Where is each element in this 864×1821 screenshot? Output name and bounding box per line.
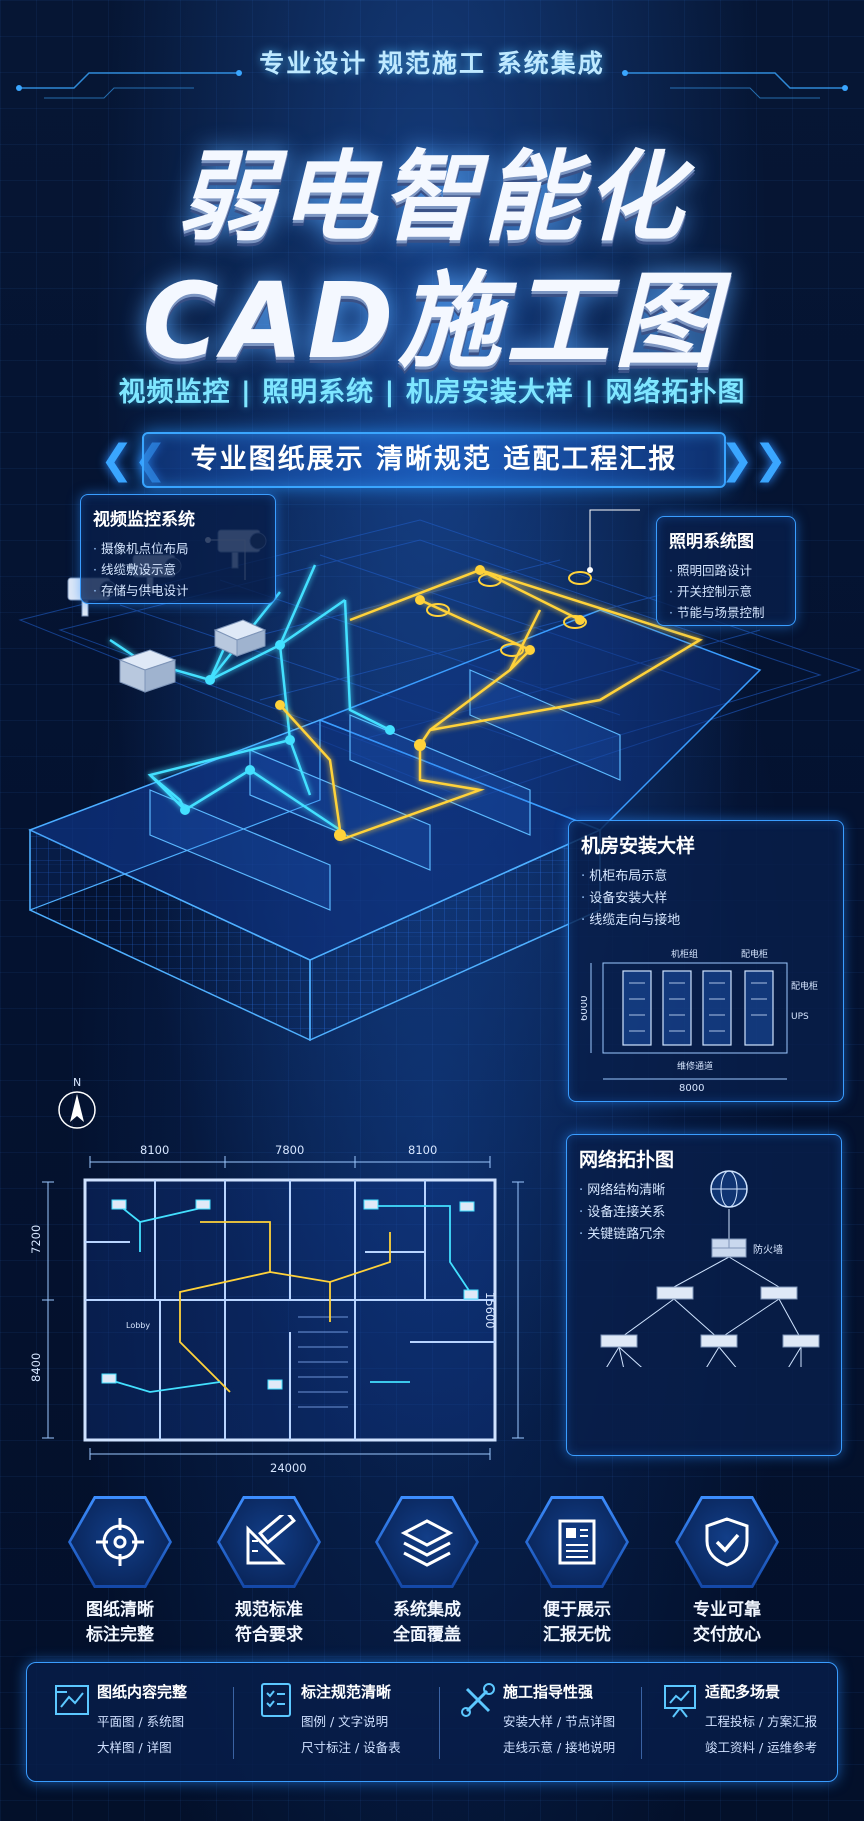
- panel-cctv-item: 摄像机点位布局: [93, 538, 263, 559]
- bottom-item-line: 走线示意 / 接地说明: [503, 1740, 616, 1755]
- firewall-icon: [711, 1238, 747, 1258]
- server-room-drawing: 机柜组 配电柜 配电柜 UPS 维修通道 8000 6000: [581, 948, 818, 1091]
- ruler-icon: [246, 1515, 296, 1565]
- north-arrow-icon: N: [58, 1076, 96, 1129]
- panel-cctv-item: 存储与供电设计: [93, 580, 263, 601]
- svg-text:N: N: [73, 1076, 81, 1089]
- bottom-item-title: 适配多场景: [705, 1683, 781, 1701]
- panel-server-room-item: 设备安装大样: [581, 888, 831, 910]
- bottom-item-title: 施工指导性强: [503, 1683, 594, 1701]
- dim-top-2: 7800: [275, 1143, 304, 1157]
- bottom-item-line: 图例 / 文字说明: [301, 1714, 389, 1729]
- tools-icon: [461, 1683, 495, 1717]
- tagline: 专业设计 规范施工 系统集成: [259, 49, 605, 78]
- checklist-icon: [261, 1683, 291, 1717]
- label-distribution: 配电柜: [741, 948, 768, 960]
- panel-network-title: 网络拓扑图: [579, 1149, 675, 1171]
- bottom-item-title: 标注规范清晰: [301, 1683, 392, 1701]
- divider: [233, 1687, 234, 1759]
- globe-icon: [710, 1170, 748, 1208]
- dim-bottom: 24000: [270, 1461, 307, 1475]
- crosshair-icon: [96, 1518, 144, 1566]
- feature-line1: 专业可靠: [693, 1600, 761, 1620]
- panel-network-item: 网络结构清晰: [579, 1180, 829, 1202]
- bottom-item-scenarios: 适配多场景 工程投标 / 方案汇报 竣工资料 / 运维参考: [657, 1679, 833, 1769]
- circuit-decoration-left: [16, 70, 242, 99]
- blueprint-icon: [55, 1685, 89, 1715]
- feature-line2: 全面覆盖: [393, 1625, 461, 1645]
- feature-line2: 汇报无忧: [543, 1625, 611, 1645]
- feature-line2: 标注完整: [86, 1625, 154, 1645]
- feature-integration: 系统集成 全面覆盖: [362, 1496, 492, 1648]
- feature-presentation: 便于展示 汇报无忧: [512, 1496, 642, 1648]
- panel-server-room-title: 机房安装大样: [581, 835, 696, 857]
- chevron-right-icon: ❯❯: [720, 437, 788, 483]
- panel-lighting-item: 开关控制示意: [669, 581, 783, 602]
- label-firewall: 防火墙: [753, 1243, 783, 1256]
- panel-cctv-title: 视频监控系统: [93, 510, 195, 530]
- panel-server-room-item: 线缆走向与接地: [581, 910, 831, 932]
- bottom-item-line: 大样图 / 详图: [97, 1740, 172, 1755]
- panel-lighting-title: 照明系统图: [669, 532, 754, 552]
- label-room-width: 8000: [679, 1083, 704, 1091]
- document-icon: [558, 1519, 596, 1565]
- feature-clear: 图纸清晰 标注完整: [55, 1496, 185, 1648]
- banner: 专业图纸展示 清晰规范 适配工程汇报: [142, 432, 726, 488]
- feature-line1: 规范标准: [235, 1600, 303, 1620]
- layers-icon: [400, 1519, 454, 1567]
- bottom-item-complete: 图纸内容完整 平面图 / 系统图 大样图 / 详图: [49, 1679, 229, 1769]
- title-line-1: 弱电智能化: [176, 141, 687, 255]
- title-line-2: CAD施工图: [142, 260, 722, 382]
- feature-line2: 交付放心: [693, 1625, 761, 1645]
- network-topology-drawing: 防火墙: [600, 1170, 820, 1367]
- label-distribution-side: 配电柜: [791, 980, 818, 992]
- label-aisle: 维修通道: [677, 1060, 713, 1072]
- circuit-decoration-right: [622, 70, 848, 99]
- bottom-info-bar: 图纸内容完整 平面图 / 系统图 大样图 / 详图 标注规范清晰 图例 / 文字…: [26, 1662, 838, 1782]
- divider: [641, 1687, 642, 1759]
- bottom-item-line: 工程投标 / 方案汇报: [705, 1714, 818, 1729]
- bottom-item-line: 平面图 / 系统图: [97, 1714, 185, 1729]
- feature-line1: 便于展示: [543, 1600, 611, 1620]
- dim-left-top: 7200: [30, 1225, 43, 1254]
- panel-lighting-item: 照明回路设计: [669, 560, 783, 581]
- label-ups: UPS: [791, 1012, 809, 1022]
- room-label: Lobby: [126, 1321, 150, 1330]
- bottom-item-title: 图纸内容完整: [97, 1683, 188, 1701]
- label-cabinet: 机柜组: [671, 948, 698, 960]
- isometric-building-illustration: [18, 509, 862, 1042]
- feature-reliable: 专业可靠 交付放心: [662, 1496, 792, 1648]
- dim-top-3: 8100: [408, 1143, 437, 1157]
- feature-line2: 符合要求: [235, 1625, 303, 1645]
- bottom-item-line: 竣工资料 / 运维参考: [705, 1740, 818, 1755]
- presentation-icon: [664, 1685, 696, 1718]
- shield-check-icon: [705, 1517, 749, 1567]
- switch-icons: [600, 1286, 820, 1348]
- panel-network: 网络拓扑图 网络结构清晰 设备连接关系 关键链路冗余: [566, 1134, 842, 1456]
- bottom-item-line: 安装大样 / 节点详图: [503, 1714, 616, 1729]
- label-room-height: 6000: [581, 996, 590, 1021]
- dim-right: 15600: [483, 1292, 497, 1329]
- dim-left-bottom: 8400: [30, 1353, 43, 1382]
- feature-standard: 规范标准 符合要求: [204, 1496, 334, 1648]
- dim-top-1: 8100: [140, 1143, 169, 1157]
- floor-plan-drawing: 8100 7800 8100 7200 8400 15600 24000 Lob…: [30, 1143, 524, 1475]
- panel-lighting: 照明系统图 照明回路设计 开关控制示意 节能与场景控制: [656, 516, 796, 626]
- panel-server-room: 机房安装大样 机柜布局示意 设备安装大样 线缆走向与接地 机柜组 配电柜 配电柜: [568, 820, 844, 1102]
- panel-network-item: 关键链路冗余: [579, 1224, 829, 1246]
- bottom-item-annotation: 标注规范清晰 图例 / 文字说明 尺寸标注 / 设备表: [253, 1679, 433, 1769]
- panel-server-room-item: 机柜布局示意: [581, 866, 831, 888]
- panel-cctv: 视频监控系统 摄像机点位布局 线缆敷设示意 存储与供电设计: [80, 494, 276, 604]
- feature-line1: 系统集成: [393, 1600, 461, 1620]
- bottom-item-line: 尺寸标注 / 设备表: [301, 1740, 401, 1755]
- panel-cctv-item: 线缆敷设示意: [93, 559, 263, 580]
- subtitle: 视频监控 | 照明系统 | 机房安装大样 | 网络拓扑图: [118, 377, 746, 408]
- panel-network-item: 设备连接关系: [579, 1202, 829, 1224]
- panel-lighting-item: 节能与场景控制: [669, 602, 783, 623]
- feature-line1: 图纸清晰: [86, 1600, 154, 1620]
- divider: [439, 1687, 440, 1759]
- bottom-item-guidance: 施工指导性强 安装大样 / 节点详图 走线示意 / 接地说明: [455, 1679, 635, 1769]
